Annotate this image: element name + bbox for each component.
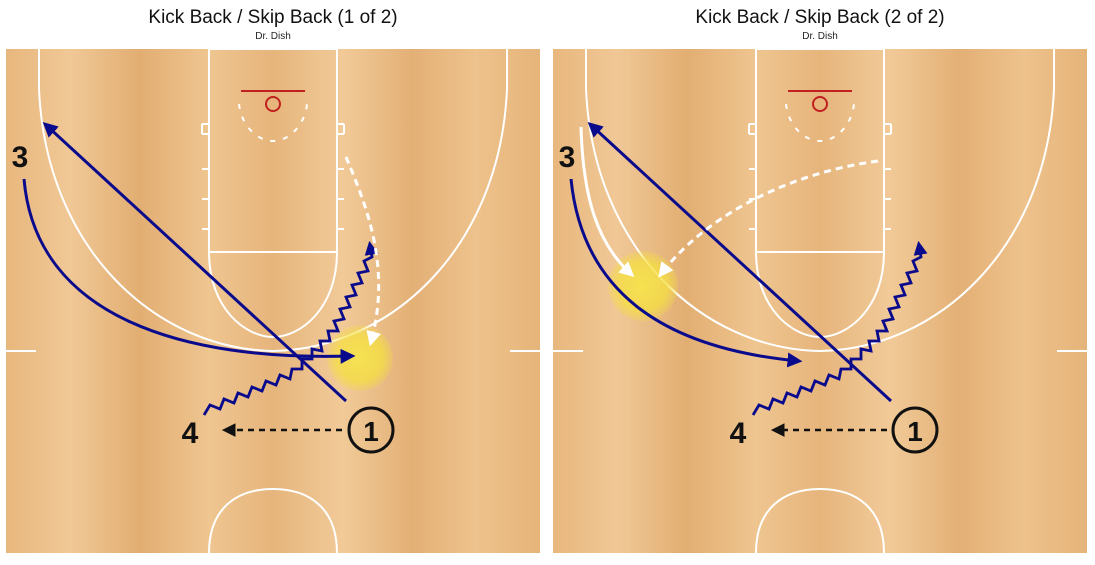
cut-path-3 xyxy=(22,178,356,364)
court-floor xyxy=(6,49,540,553)
rim-icon xyxy=(812,96,828,112)
court-lines xyxy=(6,49,540,553)
cut-path-1-to-corner xyxy=(587,121,893,403)
diagram-author: Dr. Dish xyxy=(255,31,291,42)
basketball-court: 1 3 4 xyxy=(6,49,540,553)
diagram-panel-1: Kick Back / Skip Back (1 of 2) Dr. Dish xyxy=(6,0,540,565)
diagram-title: Kick Back / Skip Back (2 of 2) xyxy=(695,7,945,28)
dribble-path-4 xyxy=(751,240,928,416)
court-lines xyxy=(553,49,1087,553)
cut-path-3 xyxy=(569,178,803,368)
player-1-label: 1 xyxy=(907,416,923,447)
basketball-court: 1 3 4 xyxy=(553,49,1087,553)
screen-path-dashed xyxy=(658,159,879,278)
diagram-panel-2: Kick Back / Skip Back (2 of 2) Dr. Dish xyxy=(553,0,1087,565)
player-3-label: 3 xyxy=(12,141,29,174)
screen-path-corner xyxy=(579,126,635,278)
diagram-author: Dr. Dish xyxy=(802,31,838,42)
player-4-label: 4 xyxy=(182,417,199,450)
player-1-label: 1 xyxy=(363,416,379,447)
player-1-circle xyxy=(347,406,395,454)
diagram-title: Kick Back / Skip Back (1 of 2) xyxy=(148,7,398,28)
player-1-circle xyxy=(891,406,939,454)
screen-path xyxy=(344,156,382,347)
rim-icon xyxy=(265,96,281,112)
player-4-label: 4 xyxy=(730,417,747,450)
dribble-path-4 xyxy=(202,240,379,416)
player-3-label: 3 xyxy=(559,141,576,174)
highlight-spot xyxy=(327,325,393,391)
